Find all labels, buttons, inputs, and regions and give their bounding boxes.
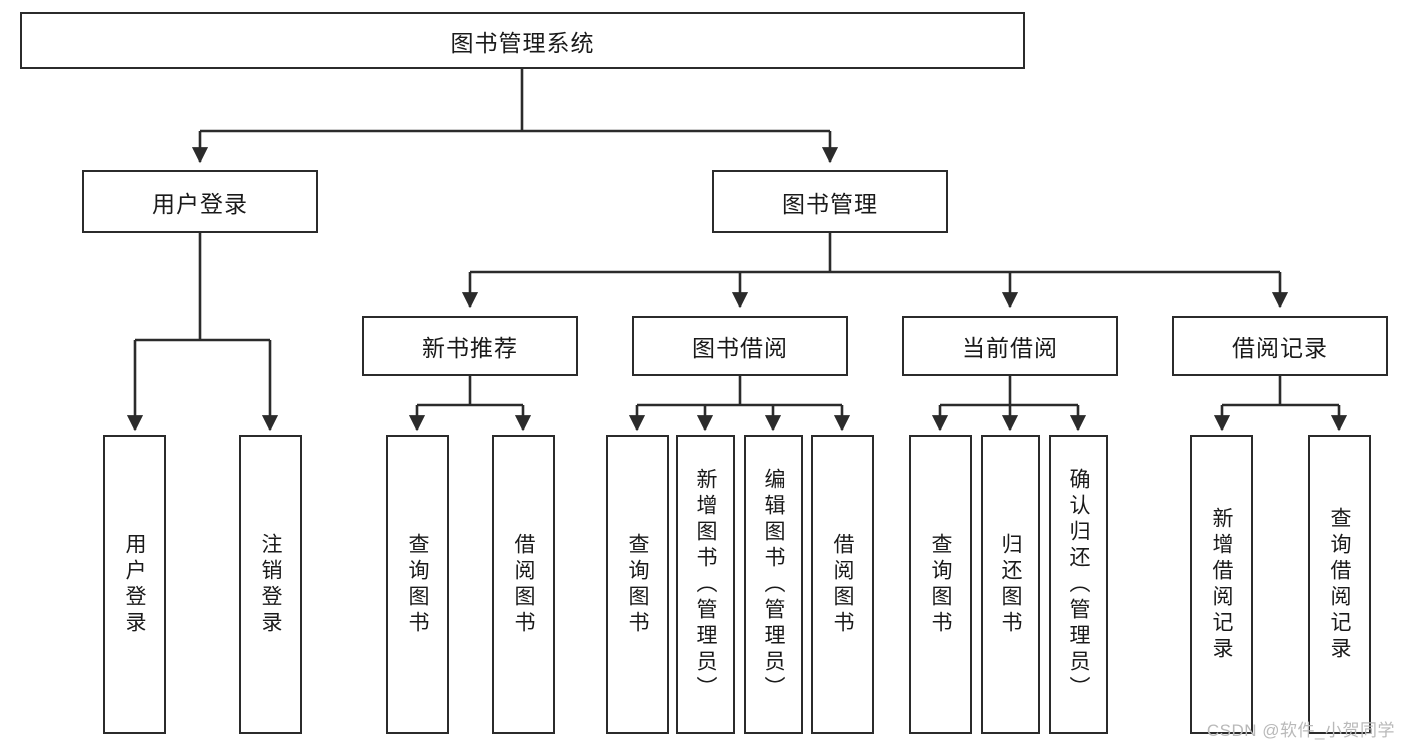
node-label: 查询图书 <box>406 532 429 637</box>
node-root-system[interactable]: 图书管理系统 <box>20 12 1025 69</box>
node-label: 查询图书 <box>929 532 952 637</box>
node-label: 注销登录 <box>259 532 282 637</box>
leaf-newbook-borrow-book[interactable]: 借阅图书 <box>492 435 555 734</box>
node-borrow-record[interactable]: 借阅记录 <box>1172 316 1388 376</box>
node-label: 图书管理 <box>782 190 878 217</box>
leaf-borrow-edit-book-admin[interactable]: 编辑图书（管理员） <box>744 435 803 734</box>
leaf-current-confirm-return-admin[interactable]: 确认归还（管理员） <box>1049 435 1108 734</box>
node-label: 确认归还（管理员） <box>1067 467 1090 702</box>
leaf-user-logout[interactable]: 注销登录 <box>239 435 302 734</box>
node-label: 图书管理系统 <box>450 29 595 56</box>
node-new-book-recommend[interactable]: 新书推荐 <box>362 316 578 376</box>
node-label: 图书借阅 <box>692 335 788 361</box>
node-label: 用户登录 <box>152 190 248 217</box>
node-label: 用户登录 <box>123 532 146 637</box>
node-label: 借阅图书 <box>831 532 854 637</box>
node-current-borrow[interactable]: 当前借阅 <box>902 316 1118 376</box>
node-label: 查询借阅记录 <box>1328 506 1351 663</box>
leaf-borrow-add-book-admin[interactable]: 新增图书（管理员） <box>676 435 735 734</box>
node-label: 归还图书 <box>999 532 1022 637</box>
leaf-newbook-query-book[interactable]: 查询图书 <box>386 435 449 734</box>
leaf-borrow-query-book[interactable]: 查询图书 <box>606 435 669 734</box>
leaf-record-add-record[interactable]: 新增借阅记录 <box>1190 435 1253 734</box>
node-label: 借阅图书 <box>512 532 535 637</box>
node-label: 编辑图书（管理员） <box>762 467 785 702</box>
node-book-borrow[interactable]: 图书借阅 <box>632 316 848 376</box>
node-label: 当前借阅 <box>962 335 1058 361</box>
leaf-user-login[interactable]: 用户登录 <box>103 435 166 734</box>
leaf-borrow-borrow-book[interactable]: 借阅图书 <box>811 435 874 734</box>
watermark-text: CSDN @软件_小贺同学 <box>1206 721 1395 740</box>
leaf-current-query-book[interactable]: 查询图书 <box>909 435 972 734</box>
node-label: 新书推荐 <box>422 335 518 361</box>
node-user-login[interactable]: 用户登录 <box>82 170 318 233</box>
leaf-current-return-book[interactable]: 归还图书 <box>981 435 1040 734</box>
node-label: 新增图书（管理员） <box>694 467 717 702</box>
leaf-record-query-record[interactable]: 查询借阅记录 <box>1308 435 1371 734</box>
node-label: 借阅记录 <box>1232 335 1328 361</box>
node-label: 新增借阅记录 <box>1210 506 1233 663</box>
node-book-management[interactable]: 图书管理 <box>712 170 948 233</box>
node-label: 查询图书 <box>626 532 649 637</box>
